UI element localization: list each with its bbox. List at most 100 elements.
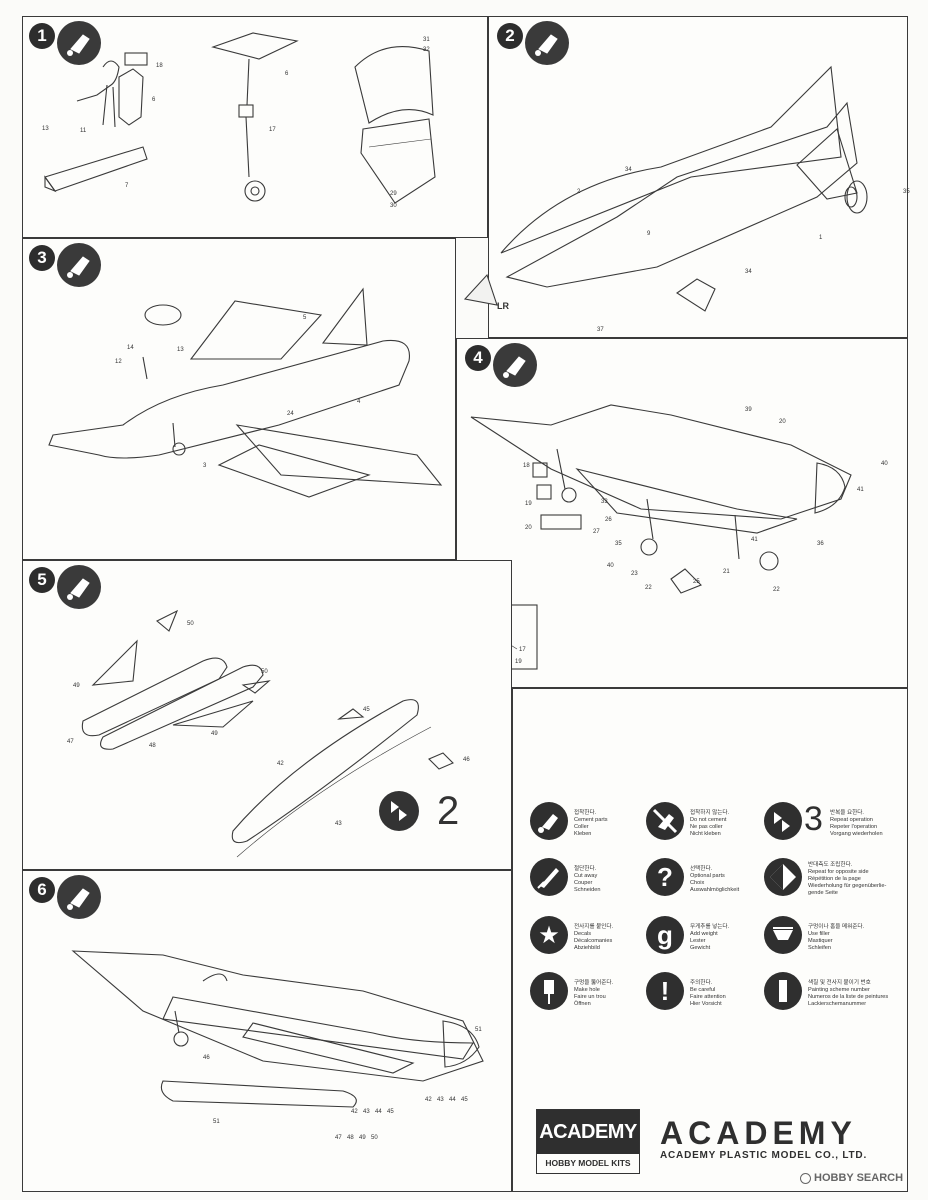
cement-icon bbox=[525, 21, 569, 65]
step-6-panel: 6 51 46 42 43 44 45 42 43 44 45 51 47 bbox=[22, 870, 512, 1192]
academy-logo-top: ACADEMY bbox=[537, 1110, 639, 1154]
svg-text:50: 50 bbox=[261, 669, 268, 675]
svg-text:49: 49 bbox=[73, 683, 80, 689]
svg-text:40: 40 bbox=[881, 461, 888, 467]
svg-text:34: 34 bbox=[745, 269, 752, 275]
svg-text:35: 35 bbox=[903, 189, 910, 195]
repeat-count: 2 bbox=[437, 789, 460, 833]
svg-text:34: 34 bbox=[625, 167, 632, 173]
svg-text:50: 50 bbox=[187, 621, 194, 627]
repeat-icon bbox=[379, 791, 419, 831]
repeat-icon bbox=[764, 802, 802, 840]
svg-text:9: 9 bbox=[647, 231, 651, 237]
svg-text:33: 33 bbox=[601, 499, 608, 505]
svg-text:25: 25 bbox=[693, 579, 700, 585]
step-2-panel: 2 LR 34 2 9 35 1 34 37 38 bbox=[463, 16, 910, 345]
paint-scheme-icon bbox=[764, 972, 802, 1010]
fuselage-halves bbox=[463, 65, 868, 312]
svg-text:46: 46 bbox=[463, 757, 470, 763]
svg-text:20: 20 bbox=[779, 419, 786, 425]
svg-text:6: 6 bbox=[152, 97, 156, 103]
svg-text:29: 29 bbox=[390, 191, 397, 197]
svg-text:18: 18 bbox=[523, 463, 530, 469]
step-number: 2 bbox=[497, 23, 523, 49]
svg-text:14: 14 bbox=[127, 345, 134, 351]
drill-hole-icon bbox=[530, 972, 568, 1010]
step-1-panel: 1 18 6 13 bbox=[22, 16, 488, 238]
step-3-panel: 3 5 14 12 13 24 4 3 bbox=[22, 238, 456, 560]
svg-text:20: 20 bbox=[525, 525, 532, 531]
decal-star-icon: ★ bbox=[530, 916, 568, 954]
svg-text:49: 49 bbox=[211, 731, 218, 737]
svg-text:1: 1 bbox=[819, 235, 823, 241]
svg-text:13: 13 bbox=[42, 126, 49, 132]
svg-text:48: 48 bbox=[149, 743, 156, 749]
part-numbers: 50 49 50 47 48 49 45 46 42 43 bbox=[67, 621, 470, 827]
svg-text:5: 5 bbox=[303, 315, 307, 321]
svg-text:39: 39 bbox=[745, 407, 752, 413]
svg-text:13: 13 bbox=[177, 347, 184, 353]
svg-text:45: 45 bbox=[387, 1109, 394, 1115]
svg-text:26: 26 bbox=[605, 517, 612, 523]
svg-text:12: 12 bbox=[115, 359, 122, 365]
step-4-drawing: 39 20 40 18 41 19 33 26 20 27 35 41 36 4… bbox=[470, 404, 888, 670]
step-3-drawing: 5 14 12 13 24 4 3 bbox=[48, 287, 443, 498]
academy-wordmark: ACADEMY bbox=[660, 1115, 857, 1151]
optional-icon: ? bbox=[646, 858, 684, 896]
academy-logo-box: ACADEMY HOBBY MODEL KITS bbox=[536, 1109, 640, 1174]
fuselage-assembly bbox=[48, 287, 443, 498]
part-numbers: 51 46 42 43 44 45 42 43 44 45 51 47 48 4… bbox=[203, 1027, 482, 1141]
svg-text:42: 42 bbox=[351, 1109, 358, 1115]
svg-text:27: 27 bbox=[593, 529, 600, 535]
fuel-tank bbox=[231, 699, 454, 858]
svg-text:17: 17 bbox=[269, 127, 276, 133]
cement-icon bbox=[493, 343, 537, 387]
watermark: HOBBY SEARCH bbox=[800, 1172, 903, 1184]
step-5-panel: 5 50 49 50 47 48 49 45 46 42 43 bbox=[22, 560, 512, 870]
cement-icon bbox=[57, 21, 101, 65]
cement-icon bbox=[530, 802, 568, 840]
svg-text:46: 46 bbox=[203, 1055, 210, 1061]
canopy-parts bbox=[354, 46, 436, 204]
svg-text:19: 19 bbox=[515, 659, 522, 665]
svg-text:24: 24 bbox=[287, 411, 294, 417]
svg-text:31: 31 bbox=[423, 37, 430, 43]
svg-text:32: 32 bbox=[423, 47, 430, 53]
svg-text:23: 23 bbox=[631, 571, 638, 577]
step-4-panel: 4 39 20 40 18 41 bbox=[456, 338, 908, 688]
svg-text:36: 36 bbox=[817, 541, 824, 547]
svg-text:42: 42 bbox=[425, 1097, 432, 1103]
svg-text:48: 48 bbox=[347, 1135, 354, 1141]
step-number: 4 bbox=[465, 345, 491, 371]
part-numbers: 5 14 12 13 24 4 3 bbox=[115, 315, 361, 469]
svg-text:47: 47 bbox=[335, 1135, 342, 1141]
weight-icon: g bbox=[646, 916, 684, 954]
svg-text:43: 43 bbox=[335, 821, 342, 827]
svg-text:37: 37 bbox=[597, 327, 604, 333]
svg-text:18: 18 bbox=[156, 63, 163, 69]
watermark-text: HOBBY SEARCH bbox=[814, 1172, 904, 1184]
svg-text:47: 47 bbox=[67, 739, 74, 745]
svg-text:49: 49 bbox=[359, 1135, 366, 1141]
svg-text:40: 40 bbox=[607, 563, 614, 569]
svg-text:2: 2 bbox=[577, 189, 581, 195]
svg-text:6: 6 bbox=[285, 71, 289, 77]
svg-text:LR: LR bbox=[497, 301, 509, 311]
nose-gear bbox=[211, 32, 299, 202]
svg-text:22: 22 bbox=[773, 587, 780, 593]
svg-text:51: 51 bbox=[475, 1027, 482, 1033]
missile-assembly bbox=[81, 609, 271, 750]
opposite-side-icon bbox=[764, 858, 802, 896]
svg-text:30: 30 bbox=[390, 203, 397, 209]
step-number: 6 bbox=[29, 877, 55, 903]
step-5-drawing: 50 49 50 47 48 49 45 46 42 43 bbox=[67, 609, 470, 858]
svg-text:44: 44 bbox=[449, 1097, 456, 1103]
